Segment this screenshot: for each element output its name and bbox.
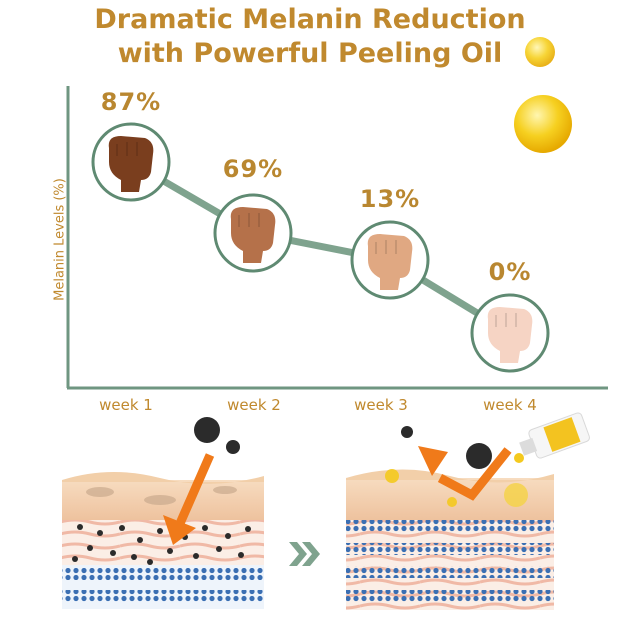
data-label-week-1: 87% <box>100 88 162 116</box>
arrow-out-icon <box>437 447 512 501</box>
melanin-line-chart <box>66 37 608 390</box>
title-line-2: with Powerful Peeling Oil <box>117 38 503 69</box>
x-tick-week-2: week 2 <box>227 396 281 414</box>
x-tick-week-3: week 3 <box>354 396 408 414</box>
pale-fist-icon <box>470 293 550 373</box>
melanin-cluster-icon <box>194 417 220 443</box>
data-label-week-4: 0% <box>488 258 532 286</box>
melanin-dots <box>72 524 251 565</box>
tan-fist-icon <box>213 193 293 273</box>
x-tick-week-1: week 1 <box>99 396 153 414</box>
data-label-week-3: 13% <box>359 185 421 213</box>
title-line-1: Dramatic Melanin Reduction <box>94 4 526 35</box>
oil-drop-large-icon <box>514 95 572 153</box>
light-fist-icon <box>350 220 430 300</box>
after-skin-block <box>346 412 590 610</box>
x-tick-week-4: week 4 <box>483 396 537 414</box>
arrow-down-icon <box>173 453 215 530</box>
before-skin-block <box>62 417 264 609</box>
oil-bottle-icon <box>519 412 590 459</box>
series-line <box>129 158 512 336</box>
oil-drop-small-icon <box>525 37 555 67</box>
data-label-week-2: 69% <box>222 155 284 183</box>
double-chevron-right-icon <box>289 542 320 566</box>
dark-fist-icon <box>91 122 171 202</box>
